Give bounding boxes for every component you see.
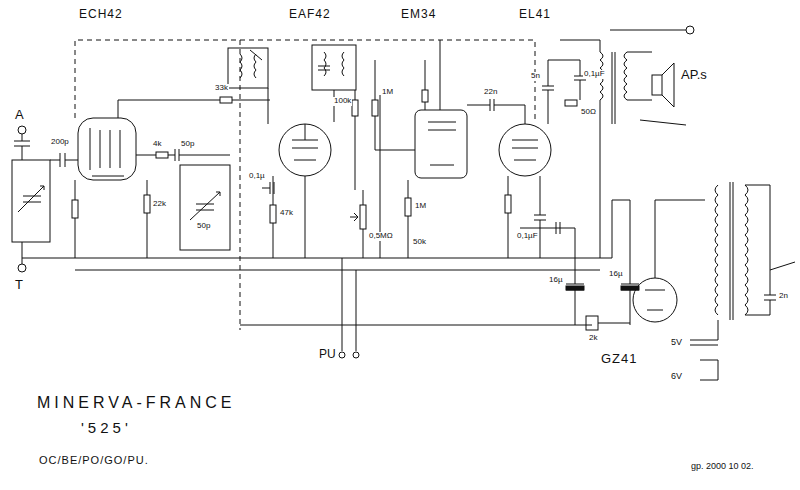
tube-label: EL41 xyxy=(518,8,552,21)
component-value: 50Ω xyxy=(580,108,597,117)
component-value: 0,1µF xyxy=(516,232,539,241)
component-value: 1M xyxy=(381,88,394,97)
component-value: 0,1µ xyxy=(248,172,266,181)
tube-label: GZ41 xyxy=(600,352,639,366)
component-value: 4k xyxy=(152,140,162,149)
component-value: 2n xyxy=(778,292,789,301)
band-list: OC/BE/PO/GO/PU. xyxy=(38,454,150,466)
component-value: 200p xyxy=(50,138,70,147)
voltage-label: 5V xyxy=(670,338,683,348)
component-value: 2k xyxy=(588,334,598,343)
terminal-label: PU xyxy=(318,348,337,361)
tube-label: EM34 xyxy=(400,8,437,21)
date-note: gp. 2000 10 02. xyxy=(690,462,755,472)
component-value: 0,5MΩ xyxy=(368,232,394,241)
component-value: 22n xyxy=(483,88,498,97)
terminal-label: T xyxy=(14,278,24,292)
model-number: '525' xyxy=(80,420,133,437)
component-value: 1M xyxy=(414,202,427,211)
component-value: 100k xyxy=(333,97,352,106)
voltage-label: 6V xyxy=(670,372,683,382)
component-value: 5n xyxy=(530,72,541,81)
terminal-label: A xyxy=(14,108,25,122)
speaker-label: AP.s xyxy=(680,68,708,82)
component-value: 16µ xyxy=(608,270,624,279)
component-value: 0,1µF xyxy=(583,70,606,79)
component-value: 50p xyxy=(180,140,195,149)
component-value: 22k xyxy=(152,200,167,209)
tube-label: EAF42 xyxy=(288,8,332,21)
component-value: 50k xyxy=(412,238,427,247)
tube-label: ECH42 xyxy=(78,8,124,21)
component-value: 50p xyxy=(196,222,211,231)
component-value: 33k xyxy=(214,84,229,93)
component-value: 16µ xyxy=(548,276,564,285)
title: MINERVA-FRANCE xyxy=(36,394,237,412)
component-value: 47k xyxy=(279,209,294,218)
